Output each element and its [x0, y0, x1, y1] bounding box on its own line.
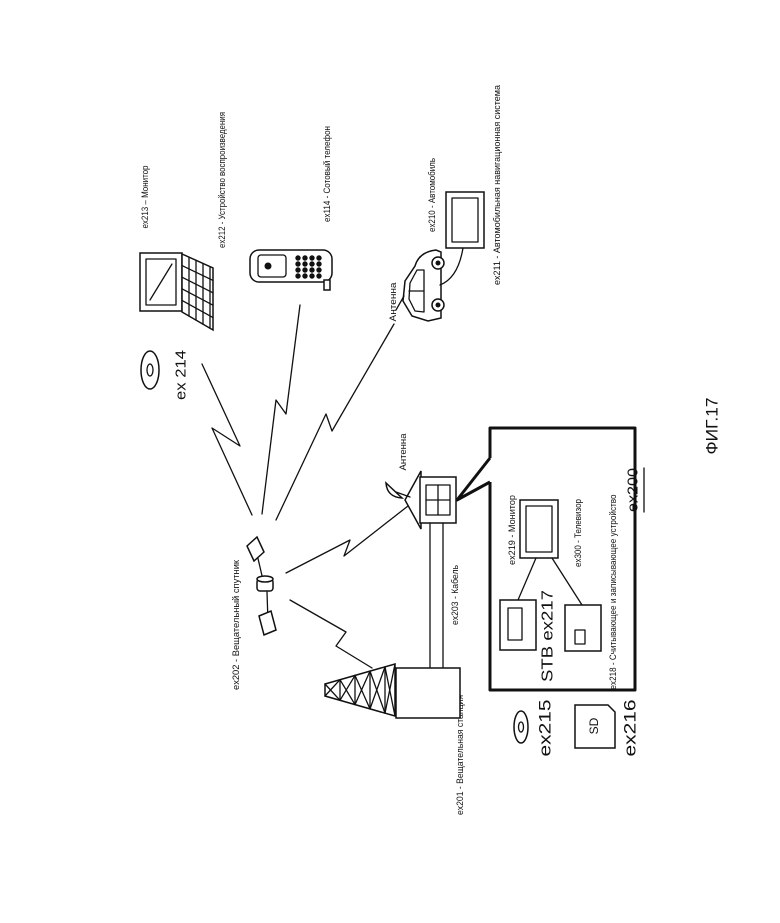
label-player-212: ex212 - Устройство воспроизведения	[217, 112, 227, 248]
monitor-219-icon	[520, 500, 558, 558]
laptop-icon	[140, 253, 213, 330]
label-car-210: ex210 - Автомобиль	[427, 158, 437, 232]
label-monitor-213: ex213 – Монитор	[140, 166, 150, 229]
house-antenna-icon	[386, 483, 410, 498]
set-top-box-icon	[500, 600, 536, 650]
optical-disc-214-icon	[141, 351, 159, 389]
satellite-icon	[247, 537, 276, 635]
cable-line	[430, 523, 443, 668]
label-antenna-car: Антенна	[388, 283, 398, 322]
house-icon	[405, 471, 456, 529]
sd-card-icon: SD	[575, 705, 615, 748]
cell-phone-icon	[250, 250, 332, 290]
label-reader-218: ex218 - Считывающее и записывающее устро…	[608, 495, 618, 690]
label-antenna-house: Антенна	[398, 434, 408, 471]
label-system-200: ex200	[625, 468, 642, 512]
optical-disc-215-icon	[514, 711, 528, 743]
label-stb-217: STB ex217	[540, 590, 557, 682]
label-nav-211: ex211 - Автомобильная навигационная сист…	[492, 85, 502, 285]
label-phone-114: ex114 - Сотовый телефон	[322, 126, 332, 222]
signal-satellite-to-house	[286, 506, 408, 573]
signal-satellite-to-laptop	[202, 364, 252, 515]
label-satellite-202: ex202 - Вещательный спутник	[231, 560, 241, 690]
label-tv-300: ex300 - Телевизор	[573, 499, 583, 567]
label-cable-203: ex203 - Кабель	[450, 565, 460, 625]
label-disc-215: ex215	[536, 700, 555, 757]
sd-card-label: SD	[587, 717, 601, 734]
signal-satellite-to-station	[290, 600, 372, 668]
broadcast-station-building	[396, 668, 460, 718]
broadcast-tower-icon	[325, 664, 395, 716]
reader-recorder-icon	[565, 605, 601, 651]
label-sd-216: ex216	[621, 700, 640, 757]
car-navigation-icon	[446, 192, 484, 248]
label-monitor-219: ex219 - Монитор	[507, 495, 517, 565]
car-icon	[396, 250, 444, 321]
figure-caption: ФИГ.17	[703, 398, 722, 455]
label-disc-214: ex 214	[173, 350, 190, 400]
monitor-to-stb-line	[518, 558, 536, 600]
